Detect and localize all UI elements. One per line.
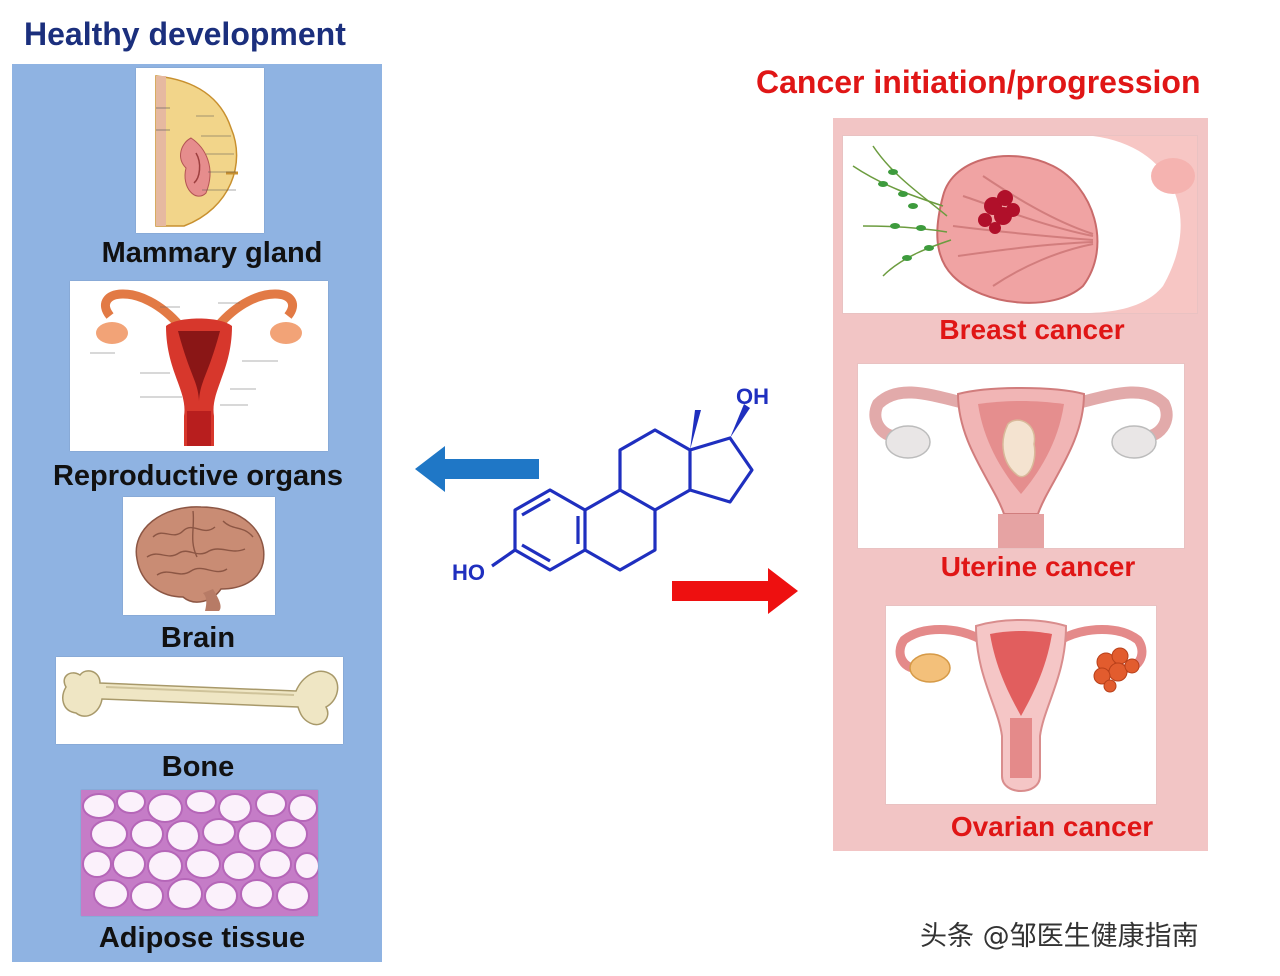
uterine-cancer-label: Uterine cancer (940, 551, 1136, 582)
uterine-cancer-illustration (869, 386, 1173, 548)
right-heading: Cancer initiation/progression (756, 64, 1201, 100)
brain-illustration (135, 506, 265, 611)
bone-image (56, 657, 343, 744)
brain-label: Brain (160, 622, 236, 654)
ho-group-label: HO (452, 560, 485, 585)
breast-cancer-illustration (852, 136, 1197, 313)
oh-group-label: OH (736, 384, 769, 409)
reproductive-organs-image (70, 281, 328, 451)
ovarian-cancer-label: Ovarian cancer (950, 811, 1154, 842)
ovarian-cancer-image (885, 605, 1157, 805)
adipose-tissue-image (81, 790, 318, 916)
adipose-tissue-micrograph (81, 790, 318, 916)
watermark-text: 头条 @邹医生健康指南 (920, 921, 1199, 952)
reproductive-organs-illustration (90, 289, 302, 446)
red-arrow-right (672, 568, 798, 614)
mammary-gland-image (136, 68, 264, 233)
mammary-gland-illustration (155, 75, 238, 227)
adipose-tissue-label: Adipose tissue (98, 922, 306, 954)
bone-illustration (62, 670, 339, 726)
blue-arrow-left (415, 446, 539, 492)
estradiol-structure: OH HO (452, 384, 769, 585)
breast-cancer-label: Breast cancer (939, 314, 1125, 345)
uterine-cancer-image (857, 363, 1185, 549)
mammary-gland-label: Mammary gland (101, 237, 323, 269)
ovarian-cancer-illustration (895, 619, 1147, 792)
left-heading: Healthy development (24, 16, 346, 52)
reproductive-organs-label: Reproductive organs (52, 460, 344, 492)
breast-cancer-image (842, 135, 1198, 314)
bone-label: Bone (161, 751, 235, 783)
brain-image (123, 497, 275, 615)
